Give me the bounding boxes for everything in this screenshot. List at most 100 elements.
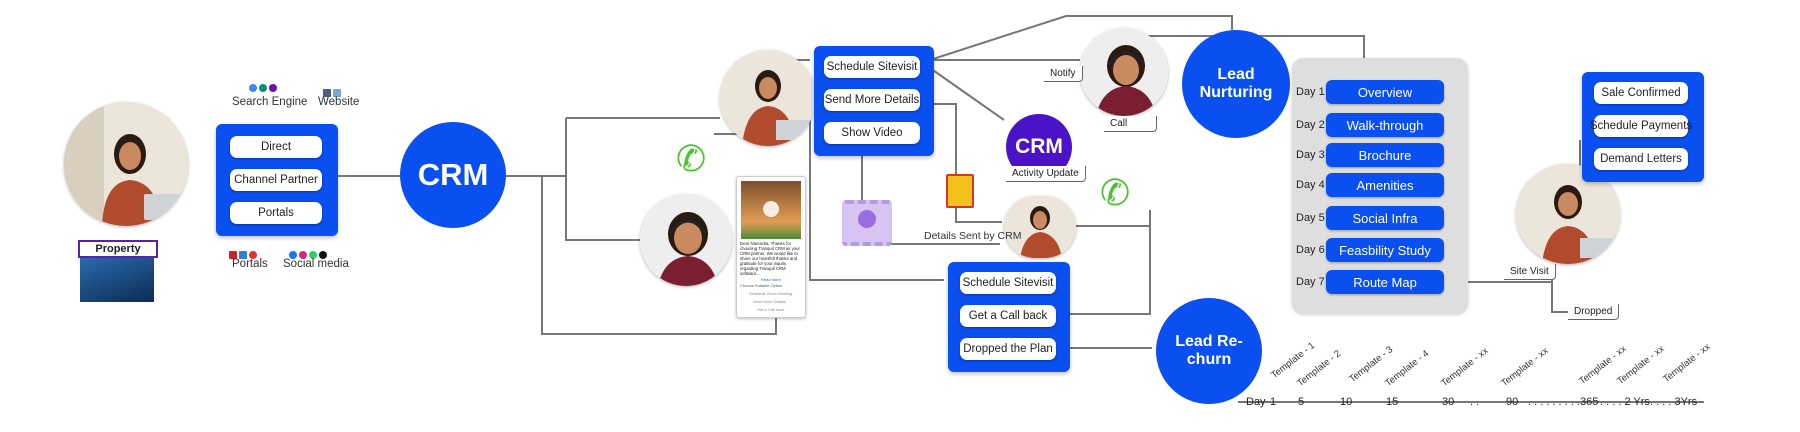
instagram-icon <box>299 251 307 259</box>
line-left-card-down <box>809 118 944 281</box>
portal-icons <box>228 246 258 264</box>
site-visit-tag: Site Visit <box>1504 264 1556 280</box>
social-media-icons <box>288 246 328 264</box>
day-3-label: Day 3 <box>1296 149 1325 161</box>
search-engine-label: Search Engine <box>232 96 308 108</box>
phone-icon-1: ✆ <box>676 138 707 179</box>
agent-laptop-photo-1 <box>720 50 816 146</box>
timeline-tick-2yrs: . . . . 2 Yrs <box>1600 396 1650 408</box>
video-play-icon <box>858 210 876 228</box>
facebook-icon <box>289 251 297 259</box>
lead-nurturing-circle: Lead Nurturing <box>1182 30 1290 138</box>
yahoo-icon <box>269 84 277 92</box>
dropped-tag: Dropped <box>1568 304 1620 320</box>
day-2-walkthrough[interactable]: Walk-through <box>1326 113 1444 137</box>
customer-photo-2 <box>1516 164 1620 264</box>
search-engine-icons <box>248 84 278 94</box>
channel-portals[interactable]: Portals <box>230 202 322 224</box>
schedule-payments[interactable]: Schedule Payments <box>1590 115 1692 137</box>
day-4-label: Day 4 <box>1296 179 1325 191</box>
agent-headset-photo-1 <box>640 194 732 286</box>
lead-nurturing-label: Lead Nurturing <box>1199 66 1273 101</box>
notify-tag: Notify <box>1044 66 1083 82</box>
message-option-2[interactable]: Send More Details <box>753 299 786 304</box>
monitor-icon <box>323 89 331 97</box>
timeline-tick-365: . . . . . . . . .365 <box>1528 396 1599 408</box>
property-label: Property <box>95 243 141 255</box>
message-read-more[interactable]: Read more <box>761 277 781 282</box>
demand-letters[interactable]: Demand Letters <box>1594 148 1688 170</box>
followup-dropped-the-plan[interactable]: Dropped the Plan <box>960 338 1056 360</box>
timeline-tick-90: 90 <box>1506 396 1519 408</box>
line-details-right <box>1060 225 1151 315</box>
activity-update-tag: Activity Update <box>1006 166 1086 182</box>
first-actions-card: Schedule Sitevisit Send More Details Sho… <box>814 46 934 156</box>
message-card: Dear Narendra, Thanks for choosing Tranq… <box>736 176 806 318</box>
property-label-box: Property <box>78 240 158 258</box>
browser-icon <box>333 89 341 97</box>
video-thumbnail <box>741 181 801 239</box>
line-sitevisit-top <box>929 15 1233 61</box>
day-7-label: Day 7 <box>1296 276 1325 288</box>
followup-schedule-sitevisit[interactable]: Schedule Sitevisit <box>960 272 1056 294</box>
video-film-icon <box>842 200 892 246</box>
details-sent-label: Details Sent by CRM <box>924 230 1022 242</box>
message-option-3[interactable]: Get a Call back <box>757 307 785 312</box>
day-5-label: Day 5 <box>1296 212 1325 224</box>
whatsapp-icon <box>309 251 317 259</box>
line-sitevisit-crm <box>929 67 1005 121</box>
followup-actions-card: Schedule Sitevisit Get a Call back Dropp… <box>948 262 1070 372</box>
day-5-social-infra[interactable]: Social Infra <box>1326 206 1444 230</box>
day-2-label: Day 2 <box>1296 119 1325 131</box>
nurturing-days-panel: Day 1 Overview Day 2 Walk-through Day 3 … <box>1292 58 1468 314</box>
portal-a-icon <box>229 251 237 259</box>
timeline-day-prefix: Day <box>1246 396 1266 408</box>
sale-actions-card: Sale Confirmed Schedule Payments Demand … <box>1582 72 1704 182</box>
timeline-tick-15: 15 <box>1386 396 1399 408</box>
action-send-more-details[interactable]: Send More Details <box>824 89 920 111</box>
timeline-tick-5: 5 <box>1298 396 1305 408</box>
lead-rechurn-label: Lead Re-churn <box>1175 333 1243 368</box>
day-1-label: Day 1 <box>1296 86 1325 98</box>
timeline-tick-30: 30 <box>1442 396 1455 408</box>
day-1-overview[interactable]: Overview <box>1326 80 1444 104</box>
channel-channel-partner[interactable]: Channel Partner <box>230 169 322 191</box>
message-text: Dear Narendra, Thanks for choosing Tranq… <box>740 241 800 276</box>
channel-direct[interactable]: Direct <box>230 136 322 158</box>
agent-headset-photo-2 <box>1080 28 1168 116</box>
timeline-tick-gap: . . <box>1470 396 1480 408</box>
website-label: Website <box>318 96 360 108</box>
message-option-1[interactable]: Schedule Zoom Meeting <box>749 291 793 296</box>
social-media-label: Social media <box>283 258 349 270</box>
action-schedule-sitevisit[interactable]: Schedule Sitevisit <box>824 56 920 78</box>
portal-b-icon <box>239 251 247 259</box>
day-6-feasibility-study[interactable]: Feasbility Study <box>1326 238 1444 262</box>
followup-get-a-call-back[interactable]: Get a Call back <box>960 305 1056 327</box>
crm-hub: CRM <box>400 122 506 228</box>
agent-laptop-photo-2 <box>1004 196 1076 258</box>
phone-icon-2: ✆ <box>1100 172 1131 213</box>
lead-rechurn-circle: Lead Re-churn <box>1156 298 1262 404</box>
brochure-book-icon <box>946 174 974 208</box>
play-icon <box>763 201 779 217</box>
sale-confirmed[interactable]: Sale Confirmed <box>1594 82 1688 104</box>
timeline-tick-3yrs: . . . . 3Yrs <box>1650 396 1698 408</box>
day-6-label: Day 6 <box>1296 244 1325 256</box>
line-details-down <box>930 103 1002 223</box>
line-outer-loop <box>541 176 777 335</box>
day-4-amenities[interactable]: Amenities <box>1326 173 1444 197</box>
website-icons <box>322 84 342 102</box>
property-building-image <box>80 252 154 302</box>
timeline-tick-10: 10 <box>1340 396 1353 408</box>
day-3-brochure[interactable]: Brochure <box>1326 143 1444 167</box>
x-icon <box>319 251 327 259</box>
timeline-tick-1: 1 <box>1270 396 1277 408</box>
bing-icon <box>259 84 267 92</box>
day-7-route-map[interactable]: Route Map <box>1326 270 1444 294</box>
action-show-video[interactable]: Show Video <box>824 122 920 144</box>
call-tag: Call <box>1104 116 1157 132</box>
line-branch-bottom <box>565 176 640 241</box>
message-choose: Choose Suitable Option <box>740 283 783 288</box>
portals-label: Portals <box>232 258 268 270</box>
